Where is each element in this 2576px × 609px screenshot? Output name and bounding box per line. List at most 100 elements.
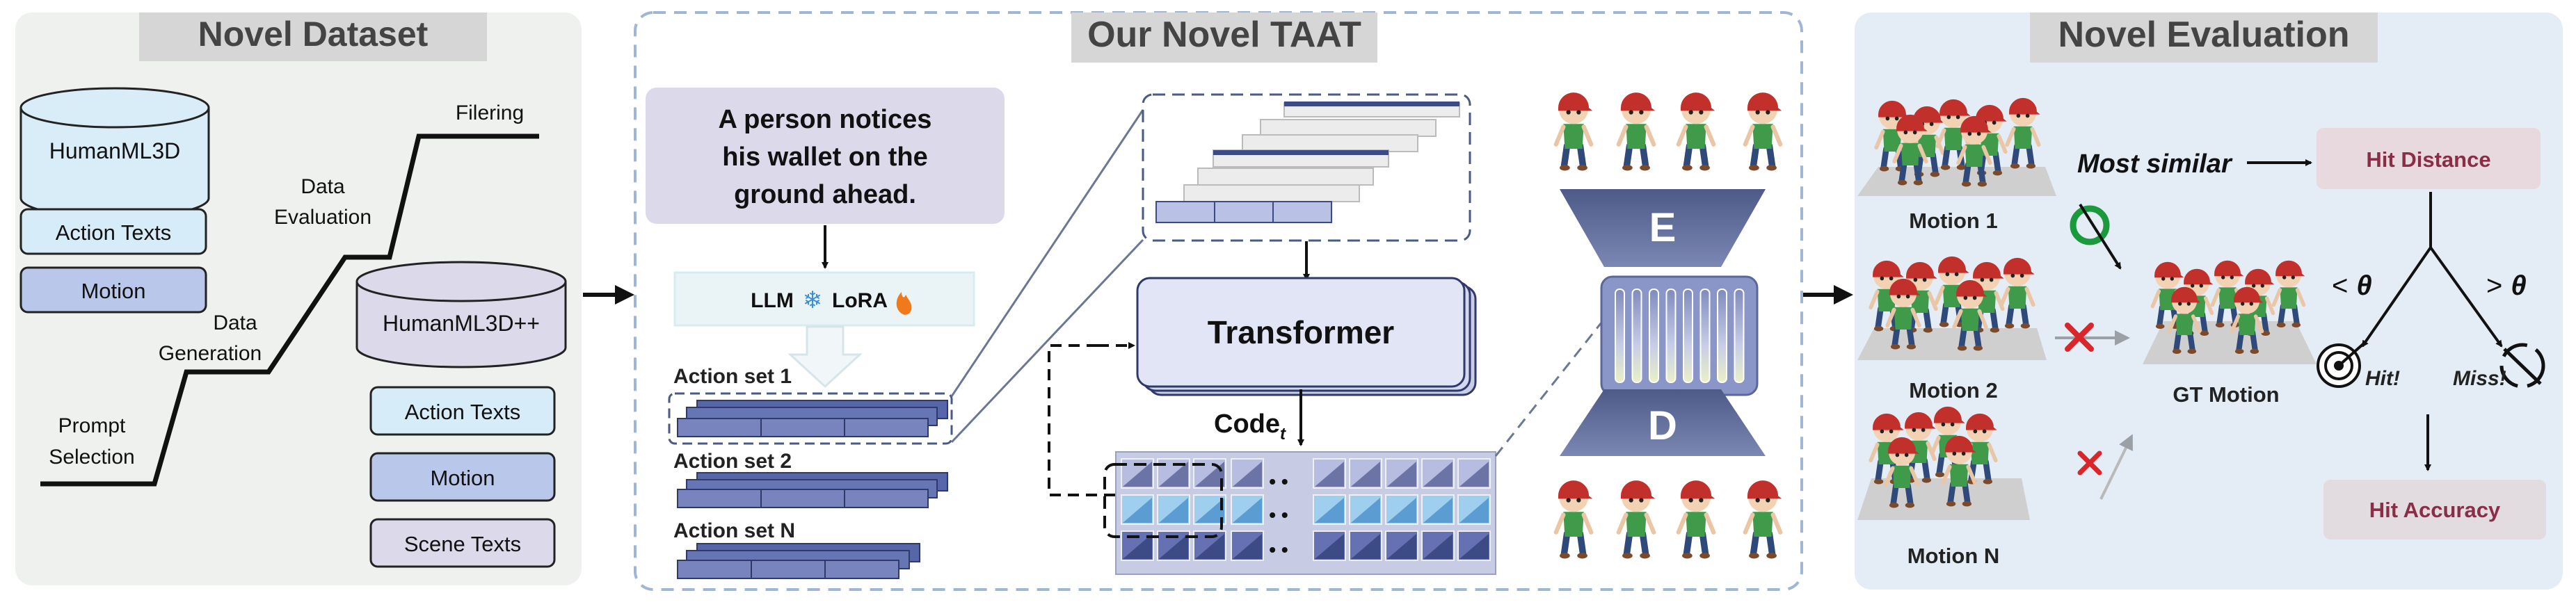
- llm-label: LLM: [751, 289, 794, 312]
- gt-motion-label: GT Motion: [2173, 382, 2279, 407]
- hit-accuracy-label: Hit Accuracy: [2369, 498, 2501, 522]
- code-label: Codet: [1214, 409, 1286, 444]
- code-token: [1193, 458, 1226, 489]
- character-top-4: [1743, 92, 1783, 171]
- code-grid-dots-row3: • •: [1269, 539, 1288, 560]
- motion2-character-3: [1934, 256, 1970, 327]
- cross-icon-2: [2077, 450, 2102, 476]
- db2-action-texts: Action Texts: [405, 400, 521, 424]
- code-token: [1421, 494, 1455, 525]
- action-set-n-label: Action set N: [673, 519, 795, 542]
- transformer-label: Transformer: [1208, 314, 1395, 350]
- motion-1-label: Motion 1: [1909, 209, 1997, 233]
- platform-motion-n: [1857, 478, 2030, 520]
- left-panel: Novel Dataset HumanML3D Action Texts Mot…: [15, 13, 582, 585]
- step-data-1: Data: [213, 311, 257, 334]
- prompt-line-3: ground ahead.: [734, 180, 916, 209]
- code-token: [1193, 530, 1226, 561]
- db1-motion-box: [19, 266, 207, 314]
- motion1-character-6: [1892, 114, 1928, 186]
- hit-accuracy-box: [2323, 480, 2546, 539]
- code-token: [1231, 494, 1264, 525]
- motion2-character-6: [1885, 278, 1921, 350]
- code-token: [1121, 494, 1154, 525]
- code-token: [1121, 458, 1154, 489]
- platform-gt: [2143, 321, 2317, 364]
- zoom-line-top: [950, 109, 1144, 397]
- character-top-3: [1676, 92, 1716, 171]
- hollow-arrow-down: [787, 325, 863, 389]
- most-similar-label: Most similar: [2077, 149, 2233, 179]
- motion2-character-5: [1999, 257, 2035, 329]
- prompt-line-1: A person notices: [719, 105, 932, 134]
- cross-icon-1: [2065, 323, 2094, 352]
- db2-scene-texts-box: [369, 518, 556, 568]
- gt-character-7: [2230, 286, 2264, 354]
- pipeline-staircase: [40, 133, 539, 487]
- motion2-character-7: [1952, 279, 1988, 351]
- zoom-line-bottom: [950, 238, 1144, 444]
- code-highlight-frame: [1103, 463, 1223, 538]
- hit-distance-label: Hit Distance: [2366, 147, 2490, 172]
- db1-motion: Motion: [81, 279, 145, 303]
- action-set-1-label: Action set 1: [673, 365, 792, 388]
- code-token: [1421, 530, 1455, 561]
- character-bottom-3: [1676, 480, 1716, 559]
- code-grid-dots-row1: • •: [1269, 471, 1288, 492]
- platform-motion-1: [1857, 167, 2056, 196]
- db1-action-texts-box: [19, 208, 207, 255]
- middle-panel: Our Novel TAAT A person notices his wall…: [634, 11, 1803, 591]
- right-title-bg: [2030, 13, 2378, 63]
- zoom-line-codebook: [1494, 322, 1603, 457]
- snowflake-icon: ❄: [803, 287, 823, 314]
- character-bottom-2: [1616, 480, 1656, 559]
- fire-icon: [896, 292, 912, 315]
- code-token: [1193, 494, 1226, 525]
- right-panel: Novel Evaluation Motion 1 Motion 2 Motio…: [1855, 13, 2563, 590]
- gt-character-5: [2271, 260, 2306, 327]
- codebook-bar: [1615, 289, 1625, 383]
- code-token: [1313, 530, 1346, 561]
- gt-character-6: [2167, 286, 2202, 354]
- code-token: [1349, 530, 1382, 561]
- llm-box: [673, 271, 975, 327]
- humanml3d-cylinder: HumanML3D: [19, 87, 210, 219]
- code-token: [1157, 494, 1190, 525]
- prompt-line-2: his wallet on the: [722, 143, 928, 172]
- characters-bottom-row: [1553, 480, 1783, 559]
- humanml3dpp-cylinder: HumanML3D++: [355, 261, 567, 368]
- character-bottom-1: [1553, 480, 1594, 559]
- lora-label: LoRA: [832, 289, 888, 312]
- motion1-character-7: [1956, 115, 1992, 187]
- step-generation: Generation: [159, 342, 262, 365]
- code-token: [1385, 458, 1418, 489]
- character-top-1: [1553, 92, 1594, 171]
- step-evaluation: Evaluation: [274, 206, 371, 229]
- code-token: [1231, 458, 1264, 489]
- code-token: [1457, 458, 1491, 489]
- action-set-n-tokens: [677, 543, 920, 579]
- code-token: [1231, 530, 1264, 561]
- db2-motion: Motion: [430, 466, 495, 490]
- code-token: [1349, 494, 1382, 525]
- action-set-2-tokens: [677, 472, 948, 508]
- arrow-motionn-to-gt: [2099, 434, 2133, 500]
- codebook-bar: [1649, 289, 1659, 383]
- action-set-1-tokens: [677, 400, 948, 437]
- step-filering: Filering: [456, 102, 524, 124]
- right-title: Novel Evaluation: [2058, 15, 2350, 55]
- codebook-bar: [1631, 289, 1642, 383]
- decoder-label: D: [1648, 403, 1677, 448]
- encoder-label: E: [1649, 205, 1677, 250]
- miss-icon: [2499, 343, 2545, 389]
- code-token: [1349, 458, 1382, 489]
- action-set-2-label: Action set 2: [673, 450, 792, 473]
- db2-scene-texts: Scene Texts: [404, 532, 521, 556]
- code-token: [1421, 458, 1455, 489]
- motionn-character-5: [1884, 437, 1920, 508]
- motion2-character-4: [1969, 261, 2005, 333]
- humanml3d-label: HumanML3D: [49, 138, 181, 163]
- encoder-trapezoid: [1560, 189, 1766, 267]
- hit-distance-box: [2317, 128, 2541, 189]
- lt-theta: <θ: [2332, 270, 2372, 301]
